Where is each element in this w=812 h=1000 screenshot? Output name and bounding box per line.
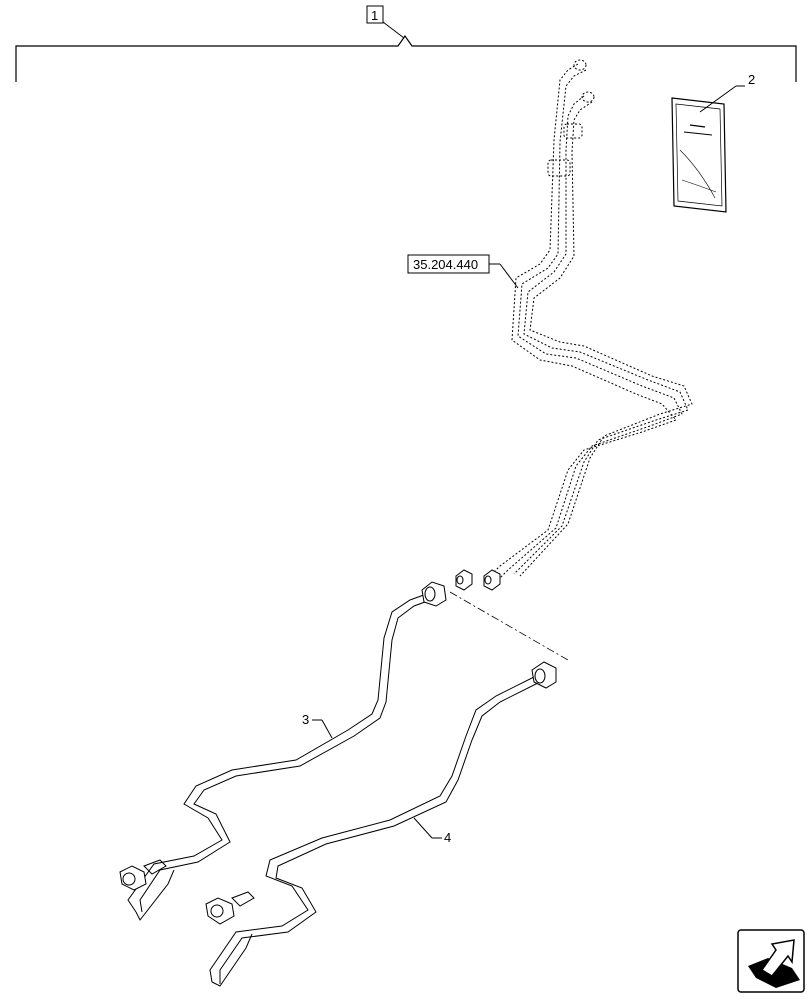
reference-label: 35.204.440 xyxy=(413,257,478,272)
item-2-label: 2 xyxy=(748,72,755,87)
assembly-label-box xyxy=(366,5,384,24)
item-4-leader-diagonal xyxy=(413,817,433,839)
next-page-arrow-icon[interactable] xyxy=(737,929,805,993)
tube-4-nut-top xyxy=(531,661,557,689)
tube-3-nut-top xyxy=(421,581,447,607)
instruction-bag xyxy=(671,97,727,213)
assembly-leader xyxy=(382,21,405,39)
item-3-leader-diagonal xyxy=(321,719,333,739)
assembly-bracket xyxy=(15,34,797,82)
tube-4 xyxy=(209,673,545,987)
tube-3-nut-bottom xyxy=(119,859,167,891)
alignment-line xyxy=(449,591,569,661)
item-3-label: 3 xyxy=(302,712,309,727)
item-4-label: 4 xyxy=(444,830,451,845)
tube-4-nut-bottom xyxy=(205,891,255,925)
reference-leader-diagonal xyxy=(499,263,519,289)
tube-3 xyxy=(127,591,437,921)
phantom-hose-lines xyxy=(487,59,693,583)
item-2-leader-diagonal xyxy=(699,85,737,113)
assembly-label: 1 xyxy=(371,8,378,23)
phantom-fittings xyxy=(455,569,501,591)
